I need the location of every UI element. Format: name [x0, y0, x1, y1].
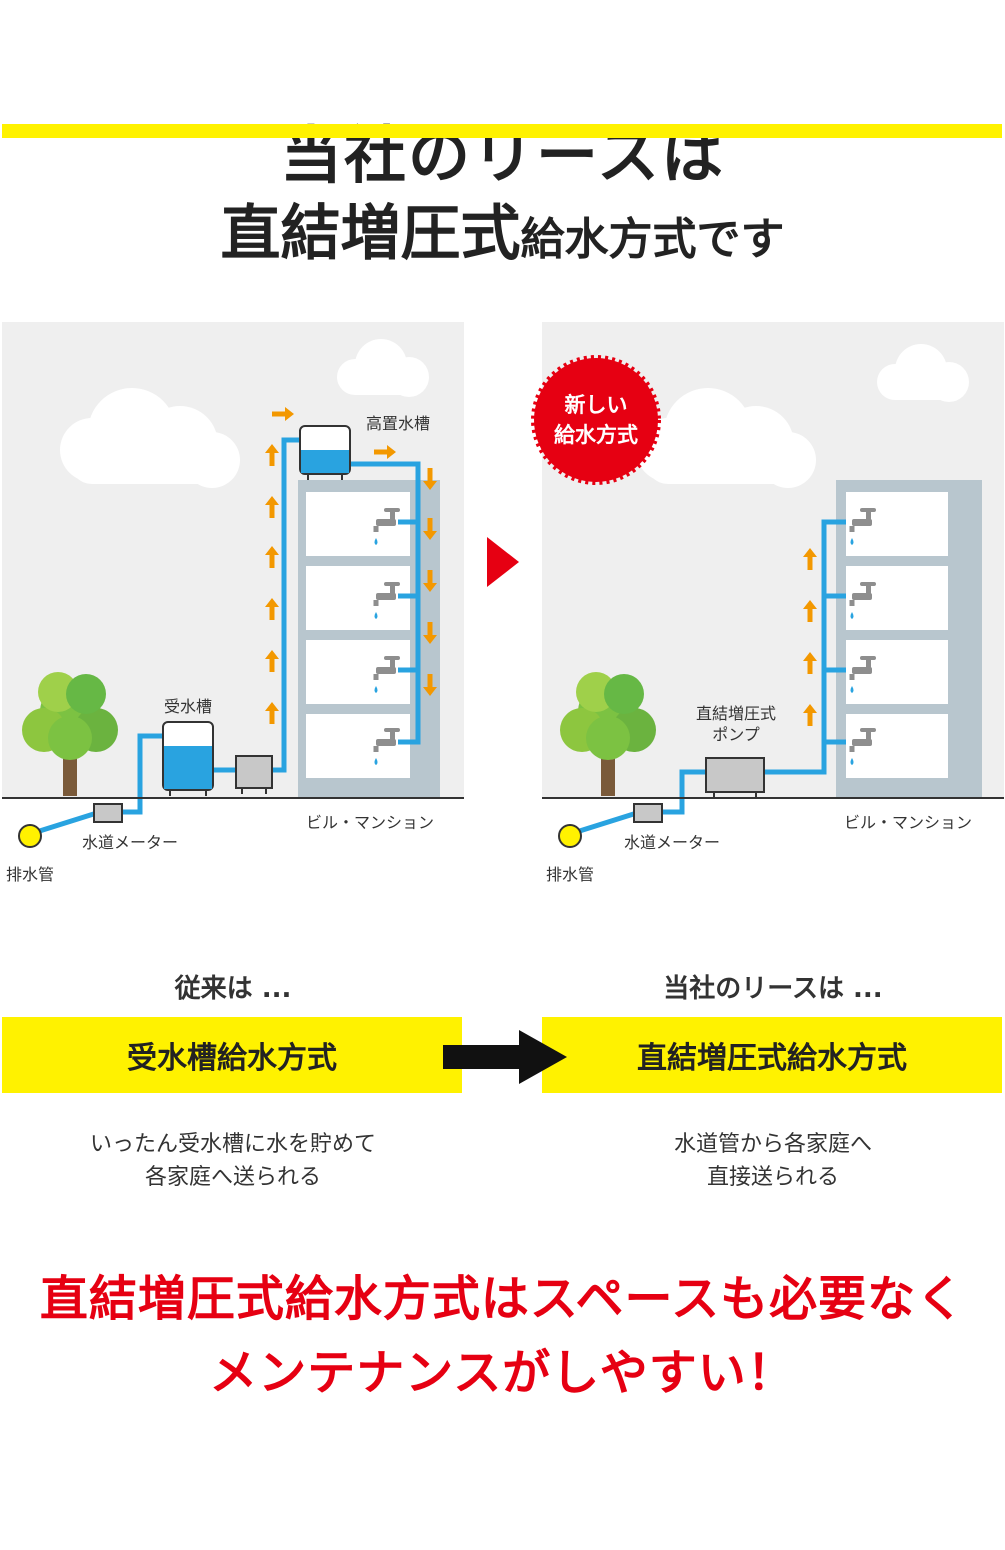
tree-icon	[22, 672, 118, 796]
play-arrow-icon	[487, 537, 519, 587]
cloud-icon	[636, 388, 816, 488]
receiving-tank-icon	[162, 721, 214, 796]
booster-pump-icon	[705, 757, 765, 798]
drain-pipe-icon	[18, 824, 42, 848]
right-caption: 当社のリースは ...	[663, 974, 883, 1004]
flow-arrow-up-icon	[803, 652, 817, 674]
drain-pipe-label: 排水管	[6, 865, 54, 884]
left-diagram: 受水槽 高置水槽 水道メーター 排水管 ビル・マンション	[2, 339, 464, 884]
badge-line-1: 新しい	[565, 393, 628, 417]
cloud-icon	[877, 344, 969, 402]
title-highlight-bar	[2, 124, 1002, 138]
water-pipe	[569, 519, 846, 837]
flow-arrow-right-icon	[374, 445, 396, 459]
flow-arrow-right-icon	[272, 407, 294, 421]
page-title: 当社のリースは 直結増圧式給水方式です	[0, 118, 1005, 274]
right-method-label: 直結増圧式給水方式	[637, 1041, 907, 1076]
left-caption: 従来は ...	[174, 974, 292, 1004]
flow-arrow-up-icon	[265, 496, 279, 518]
cloud-icon	[337, 339, 429, 397]
flow-arrow-up-icon	[265, 546, 279, 568]
left-method-label: 受水槽給水方式	[127, 1041, 337, 1076]
title-emphasis: 直結増圧式	[220, 199, 521, 269]
building-label: ビル・マンション	[306, 813, 434, 832]
right-description: 水道管から各家庭へ 直接送られる	[542, 1128, 1004, 1194]
water-meter-label: 水道メーター	[624, 833, 720, 852]
water-pipe	[29, 437, 421, 837]
building-label: ビル・マンション	[844, 813, 972, 832]
right-method-band: 直結増圧式給水方式	[542, 1017, 1002, 1093]
right-desc-line-1: 水道管から各家庭へ	[673, 1132, 872, 1157]
pump-icon	[235, 755, 273, 794]
elevated-tank-label: 高置水槽	[366, 414, 430, 433]
conclusion-message: 直結増圧式給水方式はスペースも必要なく メンテナンスがしやすい！	[0, 1262, 1005, 1410]
water-meter-icon	[633, 803, 663, 823]
building-icon	[836, 480, 982, 798]
flow-arrow-up-icon	[803, 600, 817, 622]
water-meter-icon	[93, 803, 123, 823]
right-diagram: 新しい 給水方式	[531, 344, 1004, 884]
left-desc-line-1: いったん受水槽に水を貯めて	[89, 1132, 376, 1157]
flow-arrow-up-icon	[265, 598, 279, 620]
drain-pipe-icon	[558, 824, 582, 848]
receiving-tank-label: 受水槽	[164, 697, 212, 716]
flow-arrow-up-icon	[265, 444, 279, 466]
conclusion-line-1: 直結増圧式給水方式はスペースも必要なく	[39, 1271, 966, 1327]
left-desc-line-2: 各家庭へ送られる	[144, 1165, 321, 1190]
cloud-icon	[60, 388, 240, 488]
water-supply-diagrams: 受水槽 高置水槽 水道メーター 排水管 ビル・マンション 新しい 給水方式	[2, 339, 1004, 884]
tree-icon	[560, 672, 656, 796]
drain-pipe-label: 排水管	[546, 865, 594, 884]
left-method-band: 受水槽給水方式	[2, 1017, 462, 1093]
badge-line-2: 給水方式	[554, 423, 638, 447]
booster-pump-label-1: 直結増圧式	[696, 704, 776, 723]
right-desc-line-2: 直接送られる	[706, 1165, 839, 1190]
left-description: いったん受水槽に水を貯めて 各家庭へ送られる	[2, 1128, 464, 1194]
right-arrow-icon	[443, 1030, 567, 1084]
conclusion-line-2: メンテナンスがしやすい！	[209, 1345, 796, 1401]
flow-arrow-up-icon	[803, 548, 817, 570]
new-method-badge: 新しい 給水方式	[531, 355, 661, 485]
booster-pump-label-2: ポンプ	[712, 725, 760, 744]
flow-arrow-up-icon	[803, 704, 817, 726]
flow-arrow-up-icon	[265, 650, 279, 672]
title-suffix: 給水方式です	[520, 214, 785, 265]
water-meter-label: 水道メーター	[82, 833, 178, 852]
title-line-2: 直結増圧式給水方式です	[0, 194, 1005, 274]
flow-arrow-up-icon	[265, 702, 279, 724]
elevated-tank-icon	[299, 425, 351, 480]
